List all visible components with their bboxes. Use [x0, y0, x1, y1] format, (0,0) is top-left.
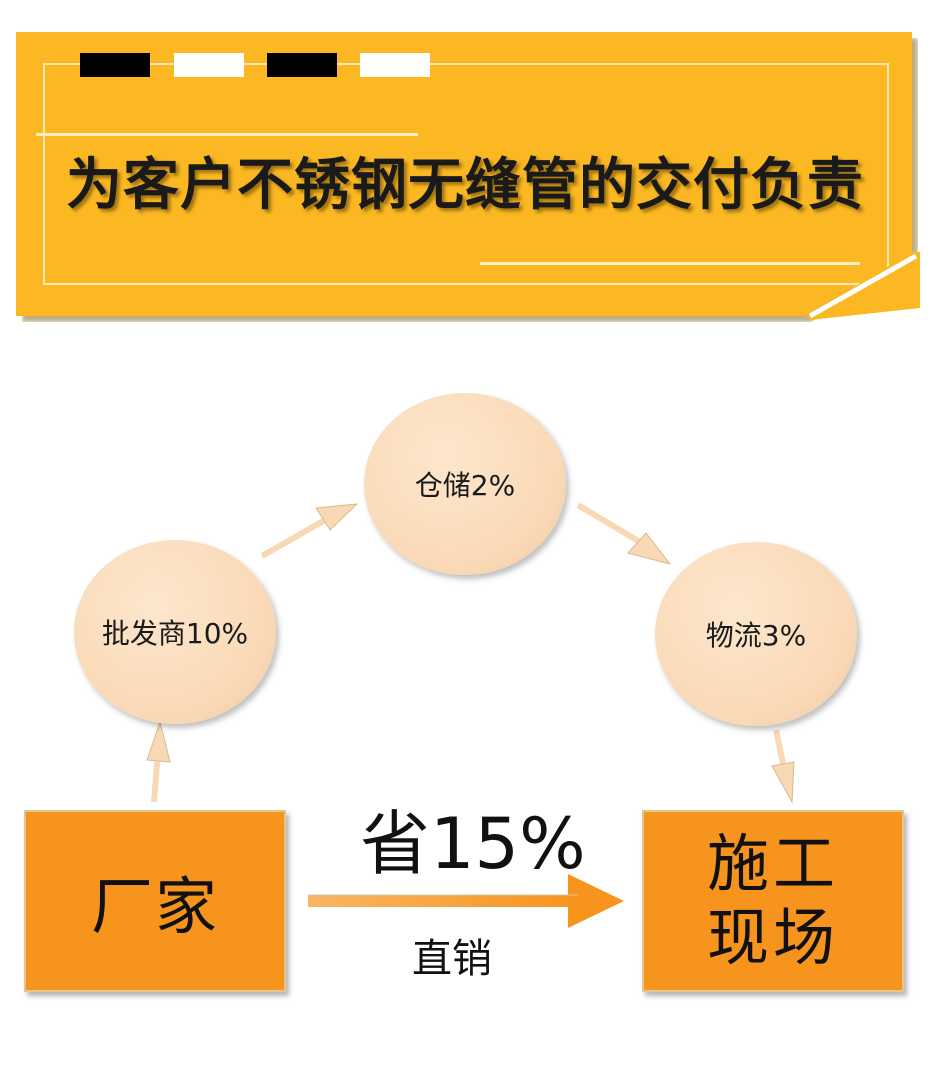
decor-bar-4 [360, 53, 430, 77]
node-wholesaler-label: 批发商10% [101, 617, 249, 650]
decor-bar-1 [80, 53, 150, 77]
decor-bar-2 [174, 53, 244, 77]
node-wholesaler: 批发商10% [74, 540, 276, 724]
arrow-warehouse-to-logistics [576, 502, 672, 565]
node-logistics-label: 物流3% [705, 619, 807, 652]
banner-corner-cut [806, 252, 920, 320]
title-banner [16, 32, 912, 316]
saving-label: 省15% [360, 803, 586, 885]
factory-box: 厂家 [24, 810, 286, 992]
banner-frame [43, 63, 889, 285]
node-logistics: 物流3% [655, 542, 857, 726]
decor-line-top [36, 133, 418, 136]
arrow-logistics-to-site [771, 729, 795, 804]
arrow-factory-to-wholesaler [146, 720, 171, 803]
direct-sales-label: 直销 [412, 936, 492, 982]
decor-line-bottom [480, 262, 860, 265]
arrow-direct-sales [308, 874, 624, 928]
site-box: 施工现场 [642, 810, 904, 992]
node-warehouse-label: 仓储2% [414, 469, 516, 502]
factory-label: 厂家 [90, 870, 219, 943]
decor-bar-3 [267, 53, 337, 77]
node-warehouse: 仓储2% [364, 393, 566, 575]
banner-title: 为客户不锈钢无缝管的交付负责 [66, 153, 864, 218]
arrow-wholesaler-to-warehouse [260, 503, 359, 559]
site-label: 施工现场 [706, 827, 839, 974]
